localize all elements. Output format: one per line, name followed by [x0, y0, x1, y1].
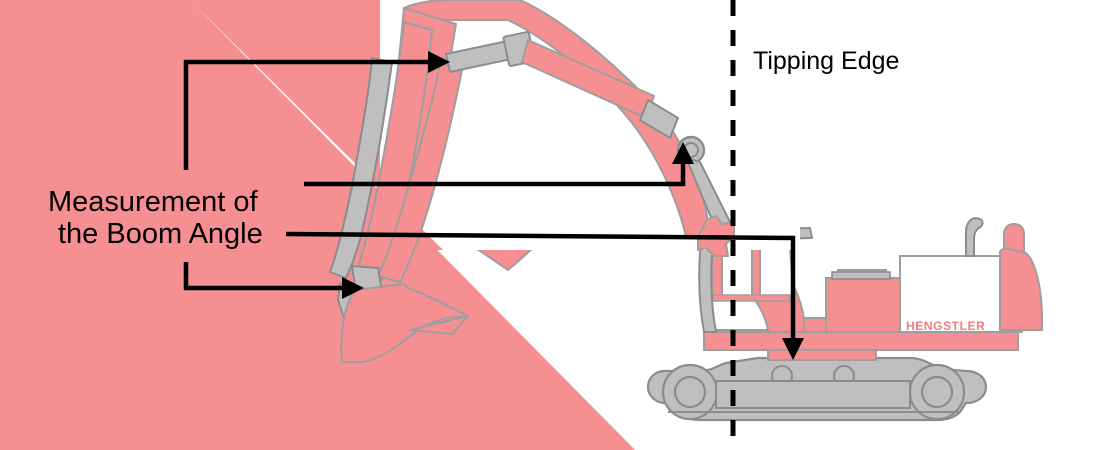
- counterweight-knob: [1003, 223, 1025, 253]
- stick-cylinder-rod: [329, 57, 393, 279]
- boom-angle-label-line1: Measurement of: [48, 186, 258, 218]
- counterweight: [999, 247, 1043, 331]
- arrowhead-bucket: [342, 277, 364, 299]
- engine-side-panel: [899, 255, 1001, 333]
- exhaust-stack: [965, 217, 984, 257]
- tipping-edge-label: Tipping Edge: [753, 47, 899, 75]
- cab-mid-divider: [711, 294, 791, 302]
- boom-angle-label-line2: the Boom Angle: [58, 218, 263, 250]
- arrowhead-boom-mid: [672, 142, 694, 164]
- bucket: [340, 283, 469, 363]
- leader-boom-head: [183, 59, 432, 170]
- track-sprocket-front-hub: [673, 375, 707, 409]
- boom-brace-plate: [377, 61, 463, 283]
- leader-boom-mid: [304, 160, 686, 187]
- leader-arrowheads-group: [342, 51, 804, 360]
- boom-clean-overlay: [0, 0, 735, 450]
- boom-cylinder-barrel-cap: [639, 99, 679, 139]
- arrowhead-boom-head: [428, 51, 450, 73]
- cab-front-pillar: [698, 235, 717, 333]
- arrowhead-boom-foot: [782, 338, 804, 360]
- engine-housing: [825, 277, 901, 333]
- bucket-tooth-edge: [409, 315, 469, 335]
- leader-bucket: [183, 262, 346, 291]
- leader-lines-group: [183, 59, 796, 348]
- track-pad-panel: [715, 380, 911, 409]
- cab-window-side: [759, 247, 796, 301]
- hengstler-brand-label: HENGSTLER: [906, 319, 985, 333]
- leader-boom-foot: [285, 231, 796, 348]
- track-sprocket-rear-hub: [920, 375, 954, 409]
- track-assembly: [646, 356, 988, 422]
- engine-housing-rail: [831, 271, 891, 280]
